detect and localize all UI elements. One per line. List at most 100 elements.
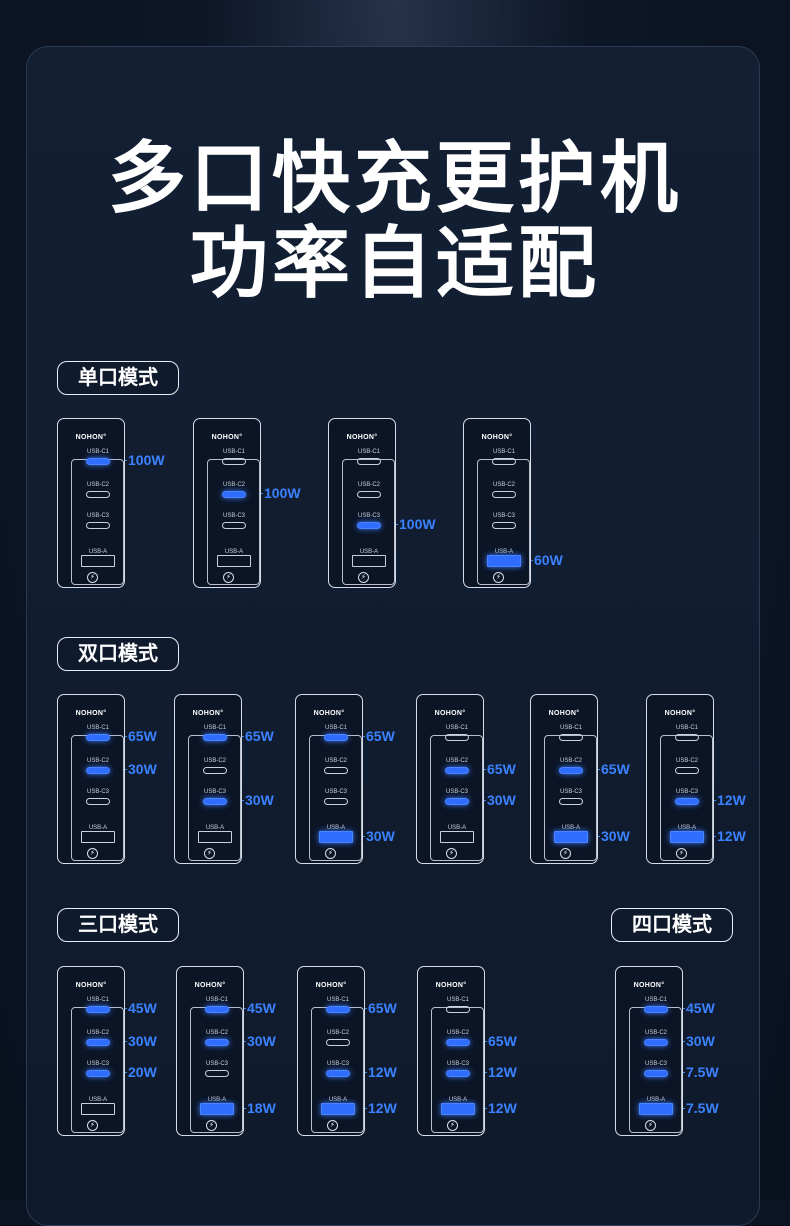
usb-c2-port — [644, 1039, 668, 1046]
usb-c1-port — [492, 458, 516, 465]
usb-c3-port — [446, 1070, 470, 1077]
brand-logo: NOHON° — [194, 982, 226, 989]
usb-c2-port — [445, 767, 469, 774]
watt-label: 12W — [488, 1100, 517, 1116]
port-label-a: USB-A — [207, 1097, 227, 1103]
port-label-c1: USB-C1 — [357, 449, 380, 455]
port-label-a: USB-A — [646, 1097, 666, 1103]
watt-label: 12W — [488, 1064, 517, 1080]
port-panel — [660, 735, 713, 861]
lightning-icon: ⚡ — [87, 572, 98, 583]
watt-label: 65W — [366, 728, 395, 744]
port-panel — [544, 735, 597, 861]
port-label-c1: USB-C1 — [222, 449, 245, 455]
watt-label: 20W — [128, 1064, 157, 1080]
watt-label: 12W — [368, 1064, 397, 1080]
port-label-a: USB-A — [494, 549, 514, 555]
port-label-c3: USB-C3 — [205, 1061, 228, 1067]
port-label-c3: USB-C3 — [324, 789, 347, 795]
port-label-a: USB-A — [88, 549, 108, 555]
usb-c3-port — [326, 1070, 350, 1077]
port-label-a: USB-A — [561, 825, 581, 831]
port-label-c2: USB-C2 — [559, 758, 582, 764]
mode-label: 三口模式 — [57, 908, 179, 942]
usb-c1-port — [675, 734, 699, 741]
usb-c2-port — [357, 491, 381, 498]
watt-label: 30W — [245, 792, 274, 808]
brand-logo: NOHON° — [346, 434, 378, 441]
usb-c2-port — [86, 1039, 110, 1046]
port-label-c2: USB-C2 — [86, 482, 109, 488]
brand-logo: NOHON° — [211, 434, 243, 441]
port-label-c3: USB-C3 — [86, 513, 109, 519]
watt-label: 65W — [245, 728, 274, 744]
usb-a-port — [441, 1103, 475, 1115]
port-label-c2: USB-C2 — [203, 758, 226, 764]
brand-logo: NOHON° — [75, 982, 107, 989]
port-label-c1: USB-C1 — [86, 725, 109, 731]
usb-a-port — [198, 831, 232, 843]
usb-c3-port — [86, 522, 110, 529]
brand-logo: NOHON° — [313, 710, 345, 717]
port-label-c2: USB-C2 — [222, 482, 245, 488]
lightning-icon: ⚡ — [327, 1120, 338, 1131]
port-label-c2: USB-C2 — [326, 1030, 349, 1036]
usb-a-port — [217, 555, 251, 567]
mode-label: 单口模式 — [57, 361, 179, 395]
usb-c2-port — [446, 1039, 470, 1046]
brand-logo: NOHON° — [315, 982, 347, 989]
usb-c2-port — [203, 767, 227, 774]
usb-c3-port — [205, 1070, 229, 1077]
brand-logo: NOHON° — [192, 710, 224, 717]
usb-c2-port — [86, 767, 110, 774]
usb-c1-port — [203, 734, 227, 741]
port-label-c1: USB-C1 — [205, 997, 228, 1003]
watt-label: 45W — [247, 1000, 276, 1016]
brand-logo: NOHON° — [435, 982, 467, 989]
port-label-c2: USB-C2 — [324, 758, 347, 764]
usb-c1-port — [222, 458, 246, 465]
lightning-icon: ⚡ — [645, 1120, 656, 1131]
brand-logo: NOHON° — [633, 982, 665, 989]
usb-c1-port — [86, 1006, 110, 1013]
port-label-c1: USB-C1 — [492, 449, 515, 455]
usb-c2-port — [324, 767, 348, 774]
port-label-c1: USB-C1 — [446, 997, 469, 1003]
usb-c1-port — [446, 1006, 470, 1013]
usb-c2-port — [205, 1039, 229, 1046]
usb-c3-port — [324, 798, 348, 805]
watt-label: 45W — [128, 1000, 157, 1016]
lightning-icon: ⚡ — [493, 572, 504, 583]
port-label-c3: USB-C3 — [675, 789, 698, 795]
port-label-c1: USB-C1 — [326, 997, 349, 1003]
lightning-icon: ⚡ — [206, 1120, 217, 1131]
lightning-icon: ⚡ — [560, 848, 571, 859]
port-label-c3: USB-C3 — [559, 789, 582, 795]
usb-c1-port — [86, 734, 110, 741]
watt-label: 45W — [686, 1000, 715, 1016]
port-label-c1: USB-C1 — [86, 449, 109, 455]
usb-a-port — [200, 1103, 234, 1115]
watt-label: 18W — [247, 1100, 276, 1116]
usb-c3-port — [86, 1070, 110, 1077]
port-label-c2: USB-C2 — [86, 758, 109, 764]
lightning-icon: ⚡ — [676, 848, 687, 859]
usb-c3-port — [644, 1070, 668, 1077]
port-label-c3: USB-C3 — [445, 789, 468, 795]
lightning-icon: ⚡ — [204, 848, 215, 859]
port-label-a: USB-A — [328, 1097, 348, 1103]
port-label-a: USB-A — [359, 549, 379, 555]
watt-label: 30W — [128, 1033, 157, 1049]
watt-label: 30W — [487, 792, 516, 808]
port-label-a: USB-A — [326, 825, 346, 831]
